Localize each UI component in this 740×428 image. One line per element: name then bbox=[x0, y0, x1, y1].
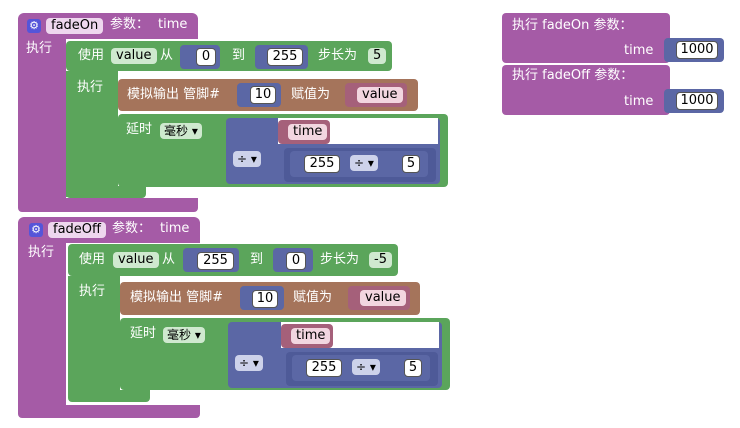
analog-write-label: 模拟输出 管脚# bbox=[127, 87, 221, 102]
exec-label: 执行 bbox=[26, 41, 53, 56]
exec-label: 执行 bbox=[28, 245, 55, 260]
to-value-input[interactable]: 0 bbox=[286, 252, 306, 270]
delay-label: 延时 bbox=[130, 326, 157, 341]
procedure-name-field[interactable]: fadeOff bbox=[48, 222, 106, 238]
to-label: 到 bbox=[232, 48, 246, 63]
assign-variable[interactable]: value bbox=[360, 290, 406, 306]
step-value-input[interactable]: 5 bbox=[368, 48, 387, 64]
divisor-input[interactable]: 5 bbox=[404, 359, 422, 377]
use-label: 使用 bbox=[79, 252, 106, 267]
to-value-input[interactable]: 255 bbox=[267, 48, 303, 66]
call-label: 执行 fadeOff 参数： bbox=[512, 68, 634, 83]
call-label: 执行 fadeOn 参数： bbox=[512, 18, 633, 33]
exec-label: 执行 bbox=[79, 284, 106, 299]
delay-variable[interactable]: time bbox=[291, 328, 331, 344]
call-time-input[interactable]: 1000 bbox=[676, 41, 718, 59]
params-label: 参数： bbox=[110, 17, 150, 32]
time-unit-dropdown[interactable]: 毫秒 ▾ bbox=[163, 327, 205, 343]
dividend-input[interactable]: 255 bbox=[306, 359, 342, 377]
loop-variable[interactable]: value bbox=[113, 252, 159, 268]
gear-icon[interactable]: ⚙ bbox=[27, 19, 41, 33]
from-value-input[interactable]: 255 bbox=[197, 252, 234, 270]
call-param-label: time bbox=[624, 43, 654, 58]
divisor-input[interactable]: 5 bbox=[402, 155, 420, 173]
exec-label: 执行 bbox=[77, 80, 104, 95]
call-param-label: time bbox=[624, 94, 654, 109]
divide-operator-dropdown[interactable]: ÷ ▾ bbox=[235, 355, 263, 371]
param-name: time bbox=[158, 17, 188, 32]
call-time-input[interactable]: 1000 bbox=[676, 92, 718, 110]
assign-label: 赋值为 bbox=[293, 290, 333, 305]
dividend-input[interactable]: 255 bbox=[304, 155, 340, 173]
to-label: 到 bbox=[250, 252, 264, 267]
from-value-input[interactable]: 0 bbox=[196, 48, 216, 66]
procedure-name-field[interactable]: fadeOn bbox=[46, 18, 104, 34]
from-label: 从 bbox=[160, 48, 174, 63]
use-label: 使用 bbox=[78, 48, 105, 63]
delay-label: 延时 bbox=[126, 122, 153, 137]
assign-label: 赋值为 bbox=[291, 87, 331, 102]
pin-input[interactable]: 10 bbox=[250, 86, 276, 104]
time-unit-dropdown[interactable]: 毫秒 ▾ bbox=[160, 123, 202, 139]
gear-icon[interactable]: ⚙ bbox=[29, 223, 43, 237]
pin-input[interactable]: 10 bbox=[252, 290, 278, 308]
loop-variable[interactable]: value bbox=[111, 48, 157, 64]
param-name: time bbox=[160, 221, 190, 236]
from-label: 从 bbox=[162, 252, 176, 267]
divide-operator-dropdown[interactable]: ÷ ▾ bbox=[233, 151, 261, 167]
step-value-input[interactable]: -5 bbox=[369, 252, 392, 268]
divide-operator-dropdown[interactable]: ÷ ▾ bbox=[352, 359, 380, 375]
analog-write-label: 模拟输出 管脚# bbox=[130, 290, 224, 305]
divide-operator-dropdown[interactable]: ÷ ▾ bbox=[350, 155, 378, 171]
step-label: 步长为 bbox=[318, 48, 358, 63]
assign-variable[interactable]: value bbox=[357, 87, 403, 103]
step-label: 步长为 bbox=[320, 252, 360, 267]
params-label: 参数： bbox=[112, 221, 152, 236]
delay-variable[interactable]: time bbox=[288, 124, 328, 140]
